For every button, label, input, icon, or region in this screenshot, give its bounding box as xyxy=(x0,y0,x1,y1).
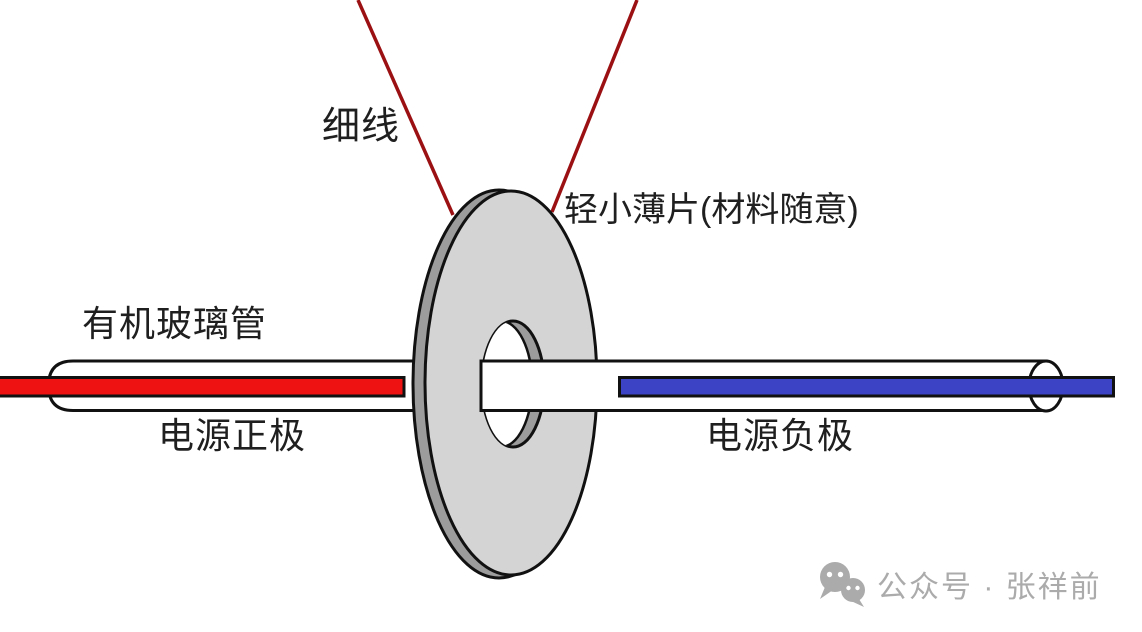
negative-electrode-label: 电源负极 xyxy=(706,415,855,456)
positive-rod xyxy=(0,376,406,398)
positive-electrode-label: 电源正极 xyxy=(158,415,307,456)
thread-left-line xyxy=(356,0,455,216)
thread-label: 细线 xyxy=(322,106,401,148)
wechat-icon xyxy=(816,560,868,608)
watermark: 公众号 · 张祥前 xyxy=(816,560,1102,608)
tube-label: 有机玻璃管 xyxy=(82,303,268,344)
thread-right-line xyxy=(550,0,639,213)
watermark-text: 公众号 · 张祥前 xyxy=(877,571,1102,604)
sheet-label: 轻小薄片(材料随意) xyxy=(564,191,859,229)
negative-rod xyxy=(618,376,1115,398)
